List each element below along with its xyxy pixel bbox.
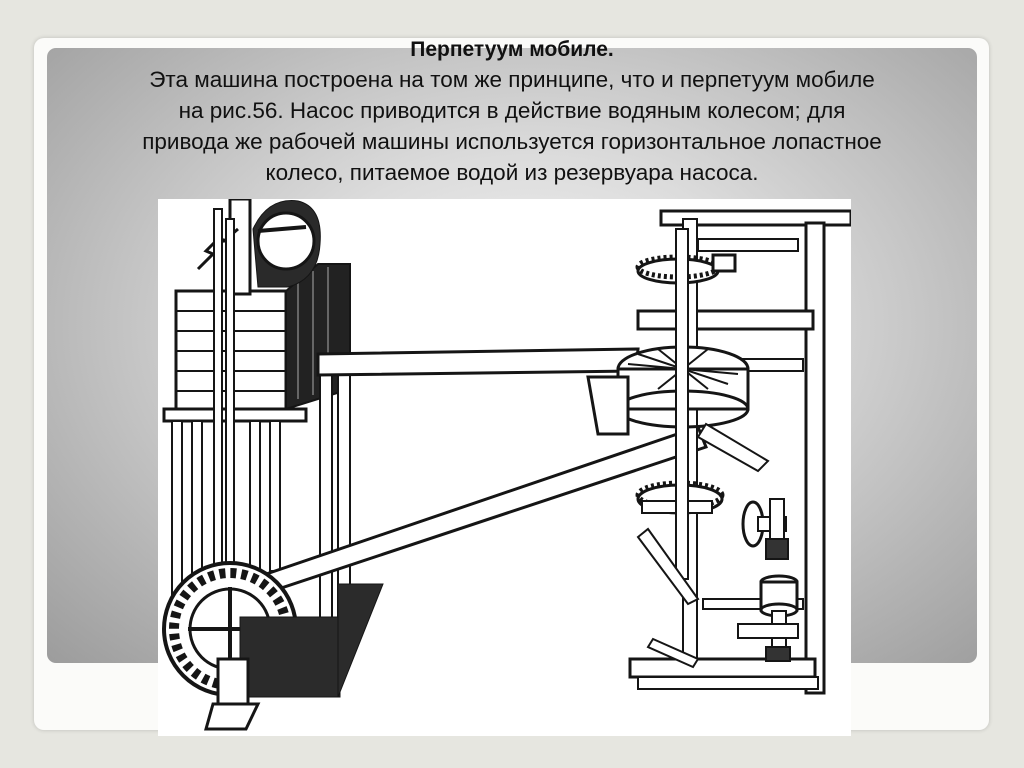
central-shaft: [675, 228, 689, 580]
upper-beam: [316, 347, 640, 377]
frame-braces: [636, 422, 770, 669]
machine-illustration: [158, 199, 851, 736]
caption-line: на рис.56. Насос приводится в действие в…: [178, 98, 846, 123]
water-wheel: [162, 561, 384, 731]
machine-engraving: [158, 199, 851, 736]
slide-title: Перпетуум мобиле.: [410, 38, 614, 61]
working-cylinder: [737, 574, 799, 662]
caption-line: Эта машина построена на том же принципе,…: [149, 67, 875, 92]
right-frame: [628, 209, 851, 695]
slide-text-block: Перпетуум мобиле. Эта машина построена н…: [30, 36, 994, 188]
caption-line: колесо, питаемое водой из резервуара нас…: [265, 160, 759, 185]
flywheel: [741, 498, 789, 560]
caption-line: привода же рабочей машины используется г…: [142, 129, 882, 154]
